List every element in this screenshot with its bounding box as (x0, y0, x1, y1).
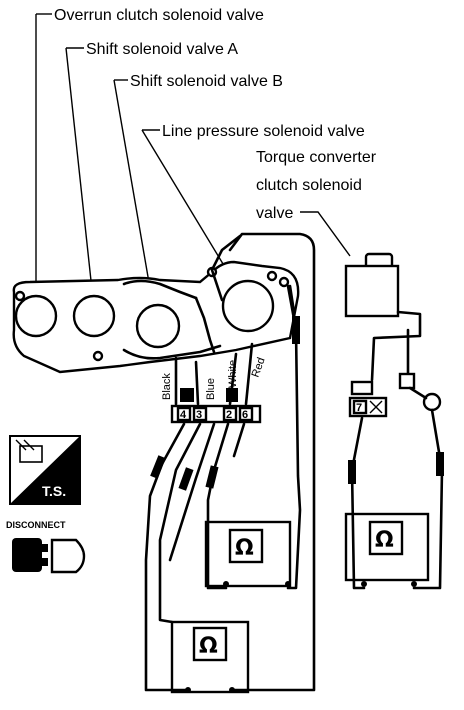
ohm-symbol-3: Ω (199, 634, 218, 659)
connector-block: 4 3 2 6 (170, 404, 262, 424)
ts-badge-text: T.S. (42, 483, 66, 499)
wire-label-black: Black (161, 373, 173, 400)
ohmmeter-2: Ω (344, 512, 430, 587)
pin-4: 4 (180, 409, 187, 421)
label-line-pressure-text: Line pressure solenoid valve (162, 123, 365, 140)
wire-labels: Black Blue White Red (161, 342, 268, 406)
pin-6: 6 (242, 409, 248, 421)
ts-badge: T.S. (9, 435, 81, 505)
label-overrun-clutch: Overrun clutch solenoid valve (35, 7, 264, 282)
wire-label-red: Red (250, 356, 268, 379)
disconnect-text: DISCONNECT (6, 520, 66, 530)
ohmmeter-1: Ω (204, 520, 292, 588)
ohm-symbol-2: Ω (375, 528, 394, 553)
pin-2: 2 (226, 409, 232, 421)
label-tcc-line2: clutch solenoid (256, 177, 362, 194)
shift-solenoid-a (72, 294, 116, 338)
label-shift-a: Shift solenoid valve A (65, 41, 238, 291)
label-overrun-text: Overrun clutch solenoid valve (54, 7, 264, 24)
label-tcc-line1: Torque converter (256, 149, 377, 166)
disconnect-badge: DISCONNECT (6, 520, 86, 574)
shift-solenoid-b (135, 303, 181, 349)
label-shift-b: Shift solenoid valve B (113, 73, 283, 301)
tcc-solenoid: 7 (344, 252, 442, 418)
pin-3: 3 (196, 409, 202, 421)
wire-label-blue: Blue (205, 378, 217, 400)
ohmmeter-3: Ω (170, 620, 250, 694)
pin-7: 7 (356, 402, 362, 414)
label-tcc-line3: valve (256, 205, 293, 222)
label-shift-b-text: Shift solenoid valve B (130, 73, 283, 90)
label-torque-converter: Torque converter clutch solenoid valve (256, 149, 377, 257)
ohm-symbol-1: Ω (235, 536, 254, 561)
line-pressure-solenoid (221, 279, 275, 333)
solenoid-assembly (12, 234, 300, 374)
label-shift-a-text: Shift solenoid valve A (86, 41, 238, 58)
overrun-clutch-solenoid (14, 294, 58, 338)
probe-leads (144, 232, 444, 692)
